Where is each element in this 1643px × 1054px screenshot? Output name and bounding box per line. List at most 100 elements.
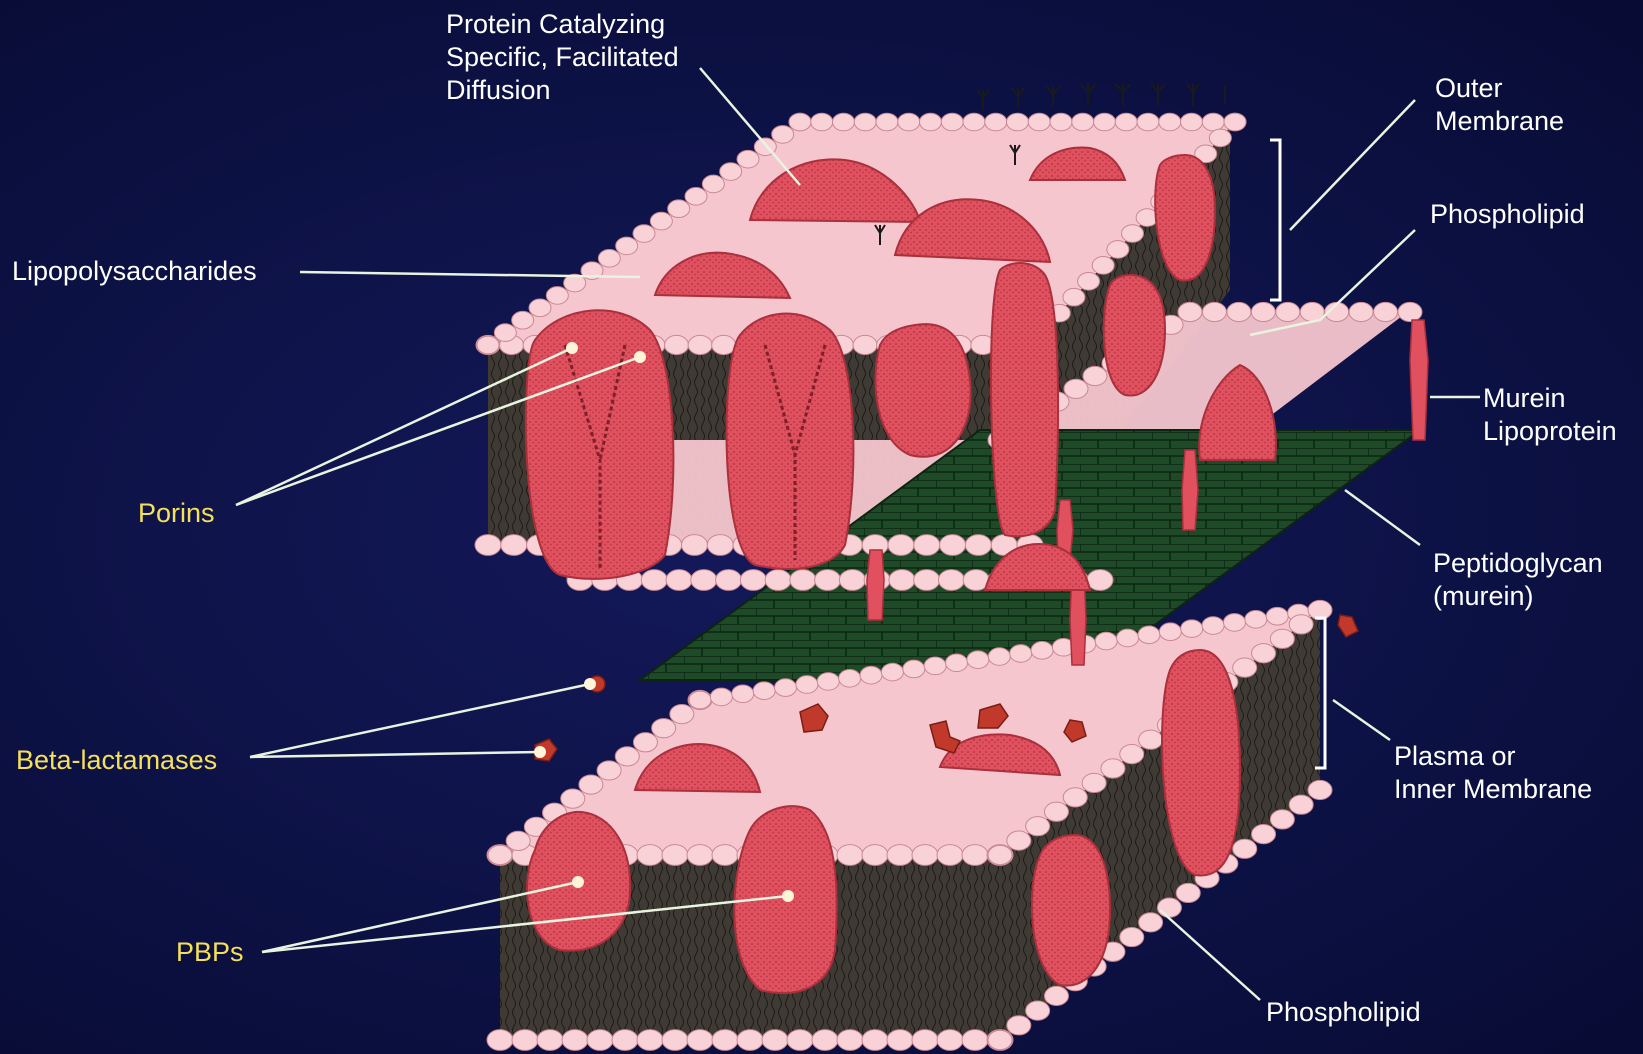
phospholipid-head [988, 648, 1010, 666]
phospholipid-head [912, 845, 938, 866]
phospholipid-head [587, 1030, 613, 1051]
phospholipid-head [1202, 617, 1224, 635]
phospholipid-head [668, 200, 690, 218]
phospholipid-head [1245, 611, 1267, 629]
phospholipid-head [1349, 302, 1373, 321]
phospholipid-head [732, 685, 754, 703]
phospholipid-head [720, 163, 742, 181]
phospholipid-head [650, 212, 672, 230]
phospholipid-head [707, 535, 733, 556]
phospholipid-head [1202, 302, 1226, 321]
phospholipid-head [903, 660, 925, 678]
phospholipid-head [962, 845, 988, 866]
phospholipid-head [1233, 839, 1257, 858]
phospholipid-head [1063, 788, 1087, 807]
phospholipid-head [1224, 113, 1246, 131]
phospholipid-head [765, 570, 791, 591]
phospholipid-head [988, 1030, 1012, 1049]
phospholipid-head [753, 682, 775, 700]
phospholipid-head [1010, 645, 1032, 663]
phospholipid-head [597, 761, 621, 780]
phospholipid-head [837, 1030, 863, 1051]
phospholipid-head [941, 113, 963, 131]
phospholipid-head [1270, 629, 1294, 648]
phospholipid-head [1117, 629, 1139, 647]
phospholipid-head [914, 570, 940, 591]
phospholipid-head [914, 535, 940, 556]
phospholipid-head [938, 570, 964, 591]
phospholipid-head [712, 1030, 738, 1051]
phospholipid-head [1101, 759, 1125, 778]
phospholipid-head [1007, 1016, 1031, 1035]
phospholipid-head [862, 1030, 888, 1051]
phospholipid-top-label: Phospholipid [1430, 198, 1585, 231]
phospholipid-head [965, 535, 991, 556]
phospholipid-head [494, 324, 516, 342]
phospholipid-head [1063, 288, 1085, 306]
phospholipid-head [1044, 802, 1068, 821]
phospholipid-head [612, 1030, 638, 1051]
phospholipid-head [1159, 623, 1181, 641]
phospholipid-head [772, 126, 794, 144]
phospholipid-head [1139, 913, 1163, 932]
phospholipid-head [1233, 658, 1257, 677]
phospholipid-head [688, 335, 712, 354]
outer-membrane-label: Outer Membrane [1435, 72, 1564, 138]
phospholipid-head [1202, 113, 1224, 131]
phospholipid-head [1227, 302, 1251, 321]
phospholipid-head [860, 666, 882, 684]
phospholipid-head [839, 669, 861, 687]
phospholipid-head [839, 570, 865, 591]
phospholipid-head [1007, 113, 1029, 131]
phospholipid-head [1031, 642, 1053, 660]
pbps-label: PBPs [176, 936, 244, 969]
phospholipid-head [562, 1030, 588, 1051]
phospholipid-head [670, 704, 694, 723]
phospholipid-head [833, 113, 855, 131]
phospholipid-head [1082, 773, 1106, 792]
phospholipid-head [790, 570, 816, 591]
phospholipid-head [561, 789, 585, 808]
phospholipid-head [616, 237, 638, 255]
phospholipid-head [1139, 730, 1163, 749]
phospholipid-head [487, 1030, 513, 1051]
phospholipid-head [962, 1030, 988, 1051]
phospholipid-head [963, 113, 985, 131]
phospholipid-head [1223, 614, 1245, 632]
phospholipid-head [876, 113, 898, 131]
phospholipid-head [1252, 825, 1276, 844]
phospholipid-head [985, 113, 1007, 131]
phospholipid-head [1138, 626, 1160, 644]
phospholipid-head [1078, 272, 1100, 290]
phospholipid-head [475, 535, 501, 556]
phospholipid-head [737, 1030, 763, 1051]
phospholipid-head [477, 336, 499, 354]
phospholipid-head [633, 733, 657, 752]
phospholipid-head [920, 113, 942, 131]
beta-lactamases-label: Beta-lactamases [16, 744, 217, 777]
phospholipid-head [1083, 366, 1107, 385]
phospholipid-head [1252, 644, 1276, 663]
phospholipid-head [1026, 1001, 1050, 1020]
phospholipid-head [940, 535, 966, 556]
phospholipid-head [881, 663, 903, 681]
phospholipid-head [598, 249, 620, 267]
peptidoglycan-label: Peptidoglycan (murein) [1433, 547, 1603, 613]
phospholipid-head [579, 775, 603, 794]
porin-protein [726, 314, 853, 569]
phospholipid-head [1087, 570, 1113, 591]
phospholipid-head [862, 845, 888, 866]
phospholipid-head [681, 535, 707, 556]
phospholipid-head [615, 747, 639, 766]
phospholipid-head [1092, 257, 1114, 275]
phospholipid-head [887, 1030, 913, 1051]
outer-membrane-bracket [1270, 140, 1280, 300]
phospholipid-head [775, 679, 797, 697]
phospholipid-head [1266, 607, 1288, 625]
phospholipid-head [988, 845, 1012, 864]
phospholipid-head [662, 1030, 688, 1051]
phospholipid-head [898, 113, 920, 131]
phospholipid-head [815, 570, 841, 591]
phospholipid-head [1176, 883, 1200, 902]
